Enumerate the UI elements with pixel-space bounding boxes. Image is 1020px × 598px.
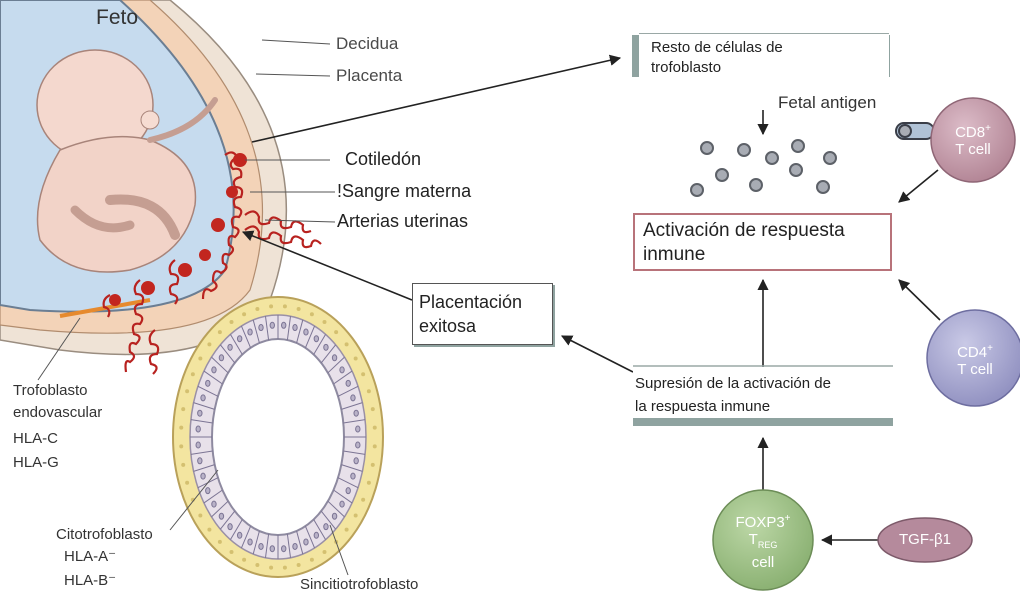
label-trofoblasto: Trofoblasto (13, 380, 87, 402)
cd8-cell-label: CD8+ T cell (941, 120, 1005, 158)
label-hla-g: HLA-G (13, 452, 59, 474)
supresion-line2: la respuesta inmune (635, 395, 831, 418)
trophoblast-ring (173, 297, 383, 577)
label-decidua: Decidua (336, 34, 398, 54)
cd8-name: CD8 (955, 124, 985, 141)
placentacion-line2: exitosa (419, 314, 522, 338)
cd4-sub: T cell (957, 361, 993, 378)
cd8-sub: T cell (955, 141, 991, 158)
label-fetal-antigen: Fetal antigen (778, 93, 876, 113)
label-endovascular: endovascular (13, 402, 102, 424)
label-placenta: Placenta (336, 66, 402, 86)
label-cotiledon: Cotiledón (345, 149, 421, 170)
activacion-line1: Activación de respuesta (643, 219, 845, 243)
supresion-line1: Supresión de la activación de (635, 372, 831, 395)
foxp3-name: FOXP3 (735, 514, 784, 531)
activacion-box: Activación de respuesta inmune (633, 213, 892, 271)
label-citotrofoblasto: Citotrofoblasto (56, 524, 153, 546)
cd4-name: CD4 (957, 344, 987, 361)
foxp3-reg: REG (758, 540, 778, 550)
label-hla-c: HLA-C (13, 428, 58, 450)
resto-box-accent-left (632, 35, 639, 77)
foxp3-sub: cell (752, 554, 775, 571)
foxp3-cell-label: FOXP3+ TREG cell (723, 510, 803, 571)
placentacion-box: Placentación exitosa (412, 283, 553, 345)
fetus-label: Feto (96, 6, 138, 30)
resto-line1: Resto de células de (651, 38, 783, 58)
cd8-sup: + (985, 123, 991, 134)
cd4-sup: + (987, 343, 993, 354)
label-hla-a: HLA-A⁻ (64, 546, 116, 568)
label-sincitiotrofoblasto: Sincitiotrofoblasto (300, 574, 418, 596)
label-sangre-materna: !Sangre materna (337, 181, 471, 202)
cd4-cell-label: CD4+ T cell (943, 340, 1007, 378)
tcell-receptor (896, 123, 934, 139)
activacion-line2: inmune (643, 243, 845, 267)
foxp3-sup: + (785, 513, 791, 524)
foxp3-t: T (749, 531, 758, 548)
tgf-beta1-label: TGF-β1 (880, 531, 970, 548)
placentacion-line1: Placentación (419, 290, 522, 314)
resto-line2: trofoblasto (651, 58, 783, 78)
supresion-box-accent (633, 418, 893, 426)
label-hla-b: HLA-B⁻ (64, 570, 116, 592)
fetal-antigen-particles (691, 140, 836, 196)
resto-celulas-box: Resto de células de trofoblasto (639, 33, 889, 79)
supresion-box: Supresión de la activación de la respues… (633, 368, 893, 418)
label-arterias-uterinas: Arterias uterinas (337, 211, 468, 232)
